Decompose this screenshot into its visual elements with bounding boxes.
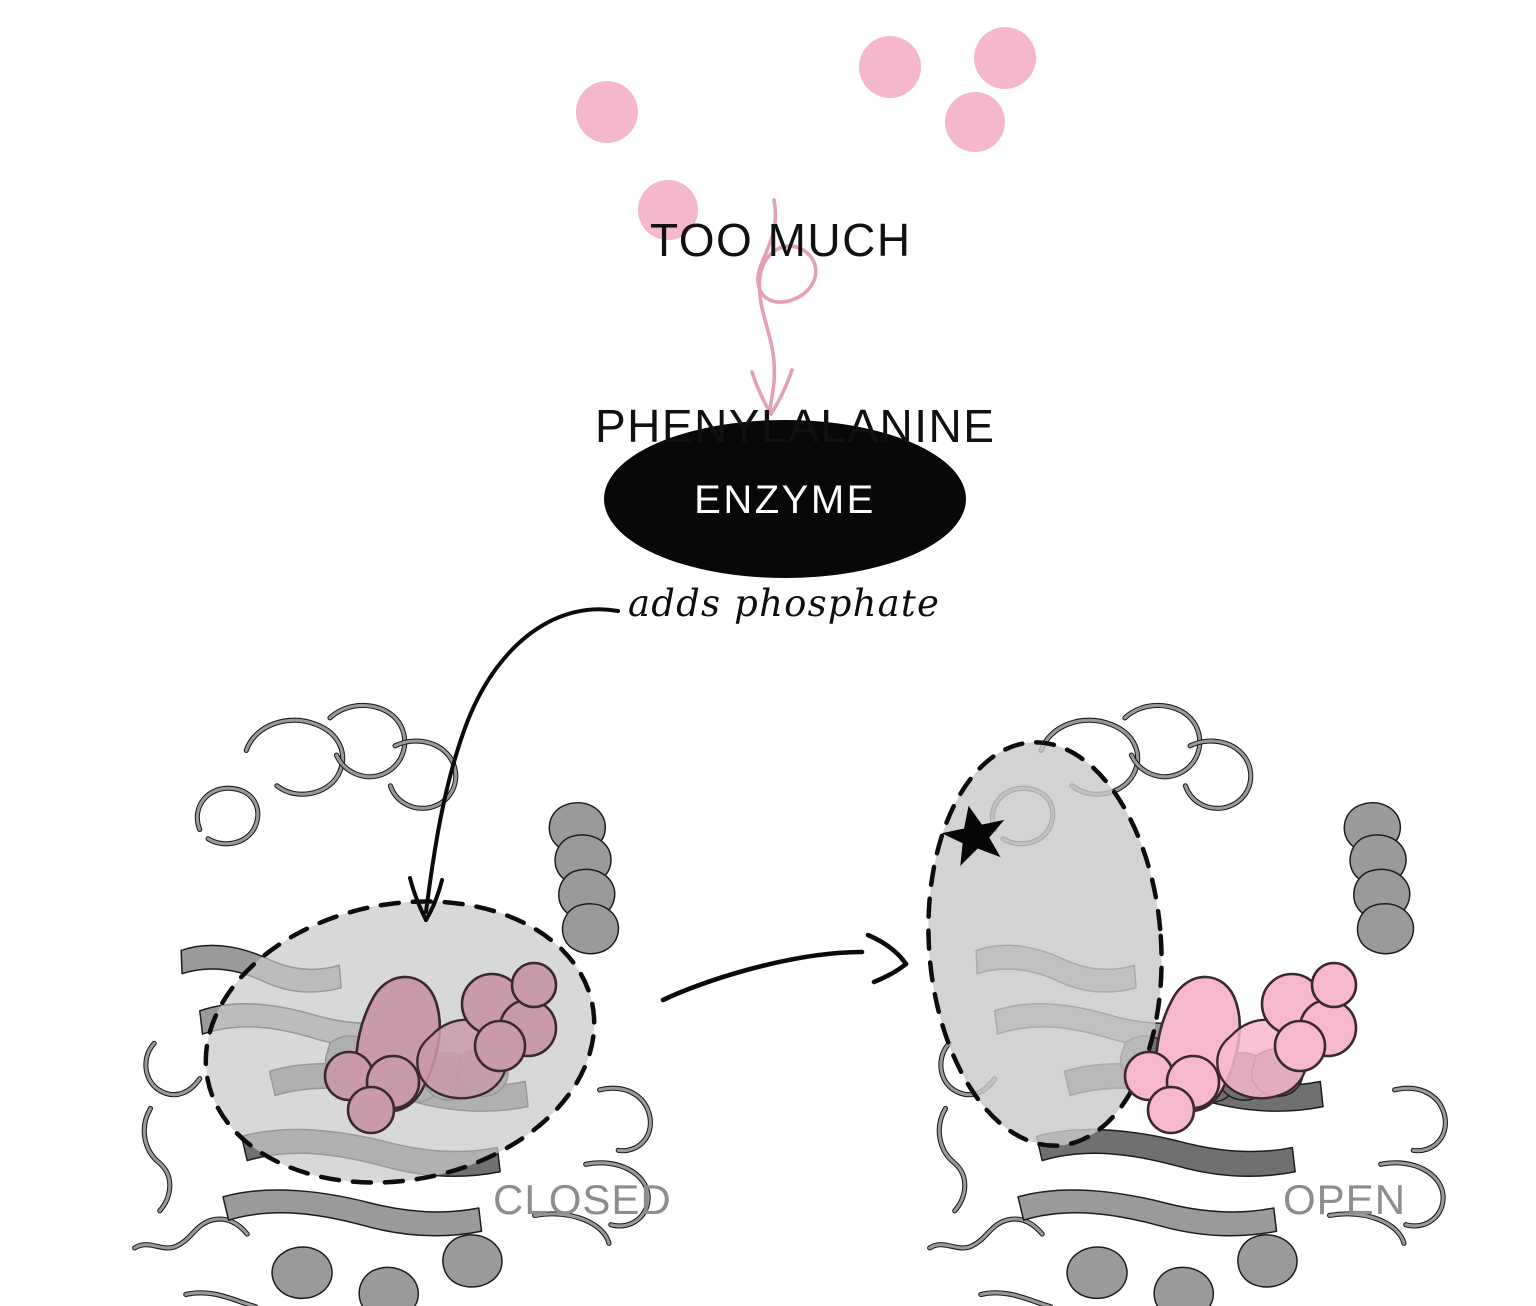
- enzyme-label: ENZYME: [694, 478, 876, 522]
- substrate-circle-group: [576, 27, 1036, 240]
- title-line-1: TOO MUCH: [650, 214, 912, 266]
- substrate-to-enzyme-arrow: [750, 198, 818, 416]
- annotation-leader-line: [408, 607, 620, 922]
- ligand-group-closed: [323, 961, 558, 1135]
- state-label-closed: CLOSED: [493, 1176, 672, 1223]
- ligand-group-open: [1123, 961, 1358, 1135]
- transition-arrow: [660, 932, 909, 1003]
- enzyme-ellipse: [604, 420, 966, 578]
- substrate-circle: [638, 180, 698, 240]
- state-label-open: OPEN: [1283, 1176, 1407, 1223]
- annotation-adds-phosphate: adds phosphate: [628, 582, 941, 625]
- substrate-circle: [576, 81, 638, 143]
- page-title: TOO MUCH PHENYLALANINE: [595, 85, 1015, 581]
- substrate-circle: [859, 36, 921, 98]
- title-line-2: PHENYLALANINE: [595, 400, 996, 452]
- star-icon: [941, 805, 1005, 866]
- substrate-circle: [945, 92, 1005, 152]
- substrate-circle: [974, 27, 1036, 89]
